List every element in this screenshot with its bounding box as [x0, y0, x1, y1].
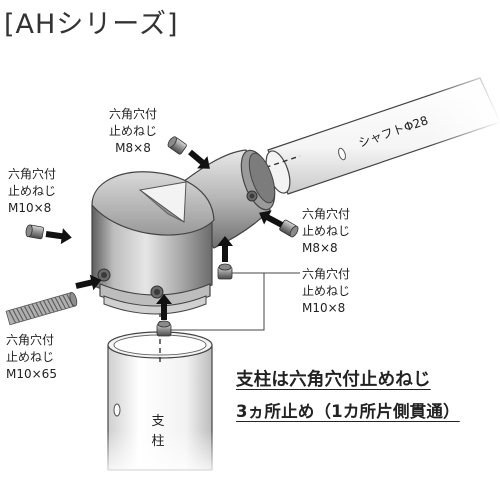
- long-threaded-screw: [5, 292, 78, 326]
- fitting-body: [91, 149, 276, 315]
- set-screw-mid-right: [217, 263, 233, 280]
- callout-line: [170, 272, 265, 331]
- label-screw-right: 六角穴付 止めねじ M8×8: [302, 207, 351, 255]
- arrow-bottom-screw: [156, 294, 172, 320]
- arrow-top-screw: [188, 149, 210, 169]
- note-line-1: 支柱は六角穴付止めねじ: [236, 370, 431, 390]
- label-screw-mid-right: 六角穴付 止めねじ M10×8: [302, 267, 351, 315]
- series-title: [AHシリーズ]: [4, 9, 179, 40]
- shaft-pipe: [265, 60, 500, 210]
- set-screw-top: [167, 136, 187, 155]
- label-screw-left: 六角穴付 止めねじ M10×8: [8, 167, 57, 215]
- set-screw-left: [25, 224, 45, 240]
- arrow-left-screw: [45, 228, 72, 245]
- post-label: 支 柱: [151, 414, 165, 449]
- label-screw-top: 六角穴付 止めねじ M8×8: [108, 107, 157, 155]
- support-post: [100, 331, 220, 480]
- set-screw-bottom: [156, 320, 172, 337]
- note-line-2: 3ヵ所止め（1カ所片側貫通）: [236, 402, 460, 421]
- arrow-right-screw: [259, 210, 284, 228]
- arrow-mid-right-screw: [217, 236, 233, 262]
- arrow-long-screw: [75, 274, 102, 291]
- label-screw-bottom-left: 六角穴付 止めねじ M10×65: [6, 333, 57, 381]
